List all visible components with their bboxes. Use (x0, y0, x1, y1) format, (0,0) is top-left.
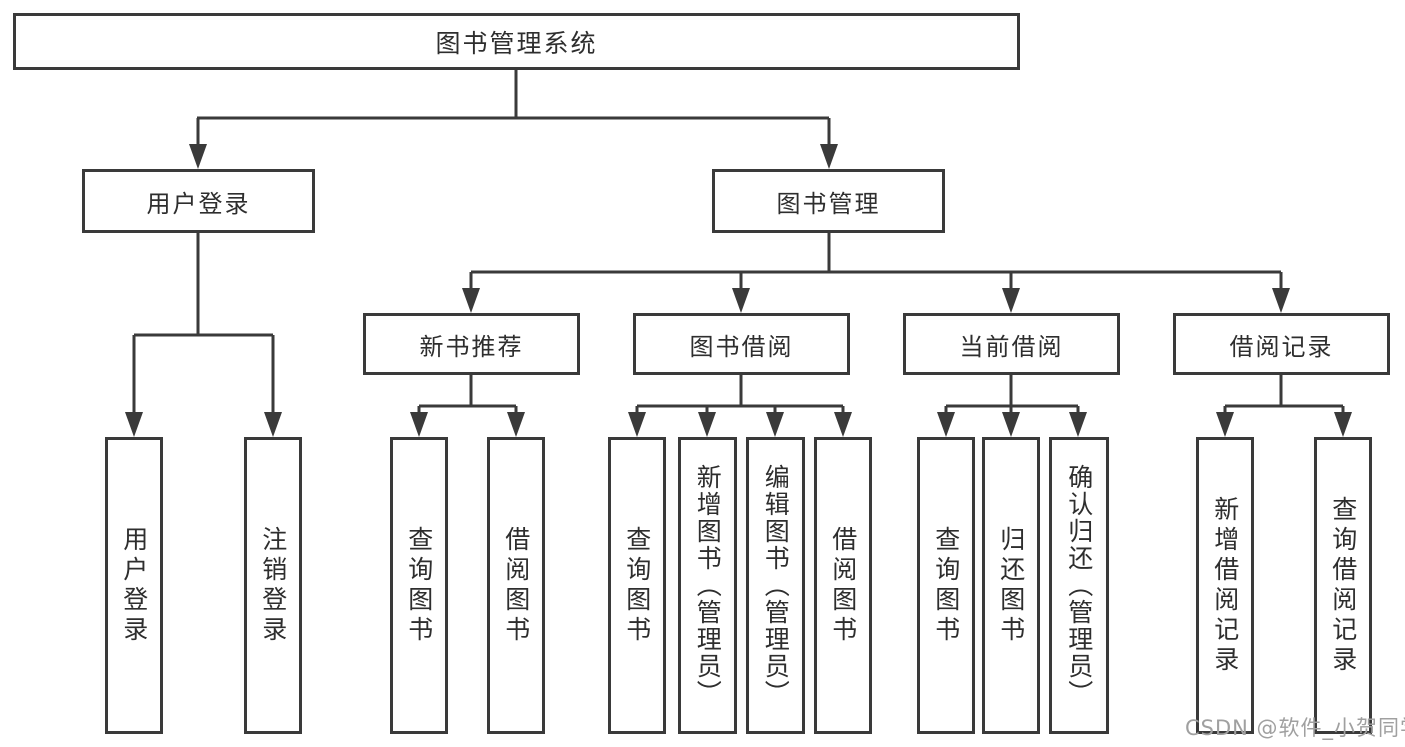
node-current-borrow-label: 当前借阅 (959, 332, 1064, 361)
node-new-book-recommend: 新书推荐 (363, 313, 580, 375)
node-book-borrow: 图书借阅 (633, 313, 850, 375)
leaf-bb-borrow-book: 借阅图书 (814, 437, 872, 734)
node-current-borrow: 当前借阅 (903, 313, 1120, 375)
node-book-management-label: 图书管理 (776, 189, 881, 218)
node-new-book-recommend-label: 新书推荐 (419, 332, 524, 361)
node-root: 图书管理系统 (13, 13, 1020, 70)
node-borrow-records-label: 借阅记录 (1229, 332, 1334, 361)
leaf-bb-edit-book-admin: 编辑图书（管理员） (746, 437, 805, 734)
leaf-cb-confirm-return-admin: 确认归还（管理员） (1049, 437, 1109, 734)
node-user-login-label: 用户登录 (146, 189, 251, 218)
leaf-nbr-borrow-book: 借阅图书 (487, 437, 545, 734)
leaf-logout: 注销登录 (244, 437, 302, 734)
leaf-br-query-record: 查询借阅记录 (1314, 437, 1372, 734)
node-root-label: 图书管理系统 (435, 28, 598, 58)
node-borrow-records: 借阅记录 (1173, 313, 1390, 375)
node-book-borrow-label: 图书借阅 (689, 332, 794, 361)
leaf-cb-query-book: 查询图书 (917, 437, 975, 734)
leaf-br-add-record: 新增借阅记录 (1196, 437, 1254, 734)
node-user-login: 用户登录 (82, 169, 315, 233)
leaf-user-login: 用户登录 (105, 437, 163, 734)
watermark: CSDN @软件_小贺同学 (1185, 716, 1405, 740)
leaf-bb-query-book: 查询图书 (608, 437, 666, 734)
node-book-management: 图书管理 (712, 169, 945, 233)
leaf-nbr-query-book: 查询图书 (390, 437, 448, 734)
leaf-bb-add-book-admin: 新增图书（管理员） (678, 437, 737, 734)
leaf-cb-return-book: 归还图书 (982, 437, 1040, 734)
